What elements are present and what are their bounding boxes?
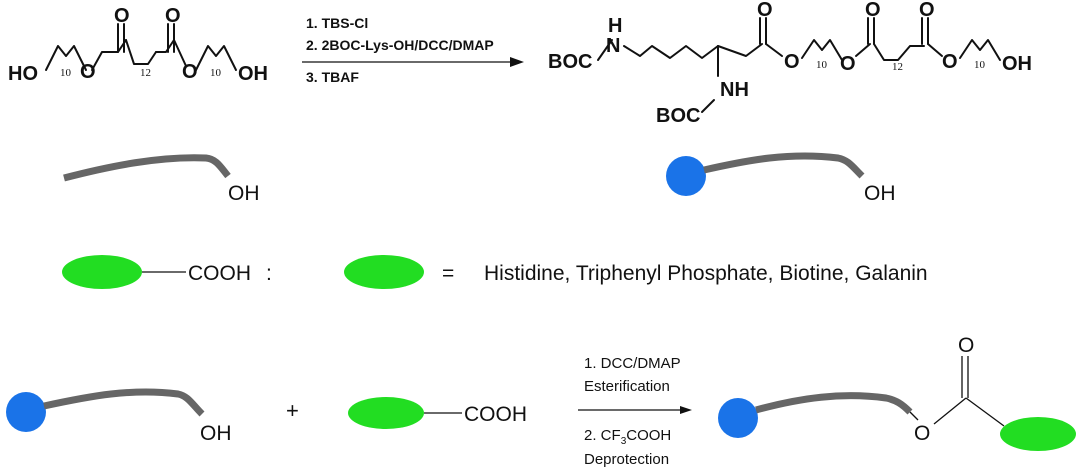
product-ester-o-2: O bbox=[840, 53, 856, 75]
r2-green-ellipse-icon bbox=[348, 397, 424, 429]
product-oh-label: OH bbox=[1002, 53, 1032, 75]
reaction1-arrow-block: 1. TBS-Cl 2. 2BOC-Lys-OH/DCC/DMAP 3. TBA… bbox=[302, 15, 524, 85]
r2-step-2b: Deprotection bbox=[584, 451, 669, 468]
r2-plus-sign: + bbox=[286, 398, 299, 423]
product-ester-o-3: O bbox=[942, 51, 958, 73]
product-c10-right bbox=[959, 39, 1001, 61]
reactant-right-carbonyl bbox=[167, 23, 175, 53]
product-carbonyl-3 bbox=[921, 17, 929, 45]
product-c10-left bbox=[801, 39, 843, 61]
product-sub-12: 12 bbox=[892, 61, 903, 73]
product-c12-chain bbox=[873, 43, 925, 61]
r2-step-1b: Esterification bbox=[584, 378, 670, 395]
r2-oh-label: OH bbox=[200, 422, 232, 445]
chain-oh-label: OH bbox=[228, 182, 260, 205]
product-carbonyl-o-2: O bbox=[865, 0, 881, 21]
reaction1-step-2: 2. 2BOC-Lys-OH/DCC/DMAP bbox=[306, 37, 494, 53]
legend-row: COOH : = Histidine, Triphenyl Phosphate,… bbox=[62, 255, 928, 289]
legend-ligand-list: Histidine, Triphenyl Phosphate, Biotine,… bbox=[484, 262, 928, 285]
r2-product-o-bond-1 bbox=[909, 411, 919, 421]
reaction1-arrow-head bbox=[510, 57, 524, 67]
r2-product-ligand-bond bbox=[965, 397, 1005, 427]
blue-headed-chain-cartoon bbox=[703, 152, 865, 179]
reactant-sub-10-right: 10 bbox=[210, 67, 222, 79]
r2-chain-cartoon bbox=[43, 388, 205, 417]
legend-colon: : bbox=[266, 262, 272, 285]
reactant-sub-10-left: 10 bbox=[60, 67, 72, 79]
reactant-right-ester-o: O bbox=[182, 61, 198, 83]
r2-product-green-ellipse-icon bbox=[1000, 417, 1076, 451]
product-carbonyl-2 bbox=[867, 17, 875, 45]
r2-step-1: 1. DCC/DMAP bbox=[584, 355, 681, 372]
product-boc-bottom: BOC bbox=[656, 105, 700, 127]
product-sub-10-right: 10 bbox=[974, 59, 986, 71]
reactant-right-carbonyl-o: O bbox=[165, 5, 181, 27]
product-sub-10-left: 10 bbox=[816, 59, 828, 71]
product-lysine-chain bbox=[623, 45, 719, 59]
r2-product-blue-circle-icon bbox=[718, 398, 758, 438]
product-h-label: H bbox=[608, 15, 622, 37]
product-ester-o-bond-3 bbox=[927, 43, 943, 57]
reactant-left-ester-o: O bbox=[80, 61, 96, 83]
green-ellipse-ligand-icon bbox=[62, 255, 142, 289]
legend-equals: = bbox=[442, 262, 454, 285]
product-boc-lys-ester: BOC H N NH BOC O O 10 O O 12 O O 10 OH bbox=[548, 0, 1032, 127]
product-ester-bond-1 bbox=[717, 43, 763, 57]
r2-product-o-bond-2 bbox=[933, 397, 967, 425]
reactant-left-chain-bonds bbox=[45, 45, 87, 71]
r2-product-carbonyl bbox=[961, 356, 969, 398]
reactant-ho-label: HO bbox=[8, 63, 38, 85]
r2-cooh-label: COOH bbox=[464, 403, 527, 426]
reaction1-step-3: 3. TBAF bbox=[306, 69, 359, 85]
r2-arrow-head bbox=[680, 406, 692, 414]
r2-blue-circle-icon bbox=[6, 392, 46, 432]
r2-product-chain-cartoon bbox=[755, 392, 913, 415]
product-boc-bottom-bond bbox=[701, 99, 715, 113]
legend-cooh-label: COOH bbox=[188, 262, 251, 285]
product-n-label: N bbox=[606, 35, 620, 57]
reaction1-step-1: 1. TBS-Cl bbox=[306, 15, 368, 31]
r2-step-2: 2. CF3COOH bbox=[584, 427, 671, 447]
cartoon-row: OH OH bbox=[63, 152, 896, 205]
reactant-sub-12: 12 bbox=[140, 67, 151, 79]
r2-product-ester-o: O bbox=[914, 422, 930, 445]
chain-oh-cartoon bbox=[63, 154, 231, 182]
product-carbonyl-o-1: O bbox=[757, 0, 773, 21]
green-ellipse-key-icon bbox=[344, 255, 424, 289]
product-ester-o-bond-1 bbox=[765, 43, 783, 57]
product-ester-o-1: O bbox=[784, 51, 800, 73]
reactant-mid-chain-left bbox=[125, 39, 157, 65]
product-carbonyl-1 bbox=[759, 17, 767, 45]
reaction2: OH + COOH 1. DCC/DMAP Esterification 2. … bbox=[6, 334, 1076, 468]
reactant-left-carbonyl-o: O bbox=[114, 5, 130, 27]
reactant-left-carbonyl bbox=[117, 23, 125, 53]
product-nh-label: NH bbox=[720, 79, 749, 101]
product-ester-o-bond-2 bbox=[855, 43, 871, 57]
reactant-mid-chain-right bbox=[155, 39, 175, 53]
blue-chain-oh-label: OH bbox=[864, 182, 896, 205]
product-boc-top-bond bbox=[597, 39, 613, 61]
reactant-diol-diester: HO O O O O OH 10 12 10 bbox=[8, 5, 268, 85]
product-carbonyl-o-3: O bbox=[919, 0, 935, 21]
product-boc-top: BOC bbox=[548, 51, 592, 73]
reactant-right-chain-bonds bbox=[173, 39, 237, 71]
reactant-left-ester-bonds bbox=[91, 39, 127, 71]
reactant-oh-label: OH bbox=[238, 63, 268, 85]
r2-product-carbonyl-o: O bbox=[958, 334, 974, 357]
blue-circle-head-group-icon bbox=[666, 156, 706, 196]
